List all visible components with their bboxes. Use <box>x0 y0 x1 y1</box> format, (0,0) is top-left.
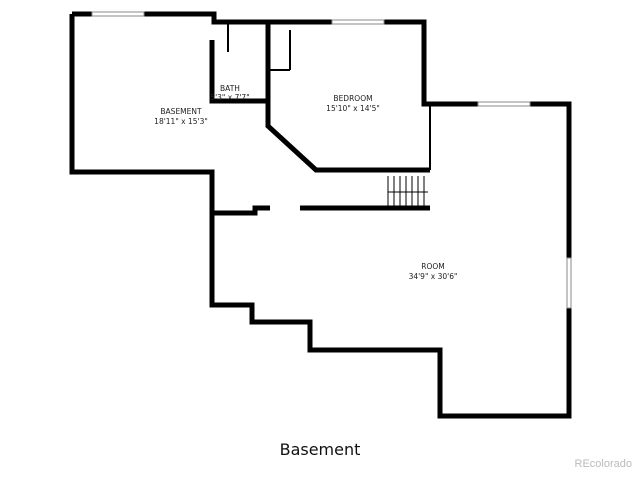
exterior-wall <box>69 11 572 419</box>
room-dims: 15'10" x 14'5" <box>326 104 380 113</box>
room-dims: 34'9" x 30'6" <box>409 272 458 281</box>
doorway <box>271 205 299 211</box>
hall-stub-wall <box>212 205 270 216</box>
room-name: BASEMENT <box>160 107 202 116</box>
room-dims: 18'11" x 15'3" <box>154 117 208 126</box>
floor-title: Basement <box>279 440 361 459</box>
room-dims: 5'3" x 7'7" <box>210 93 249 102</box>
room-name: BEDROOM <box>333 94 372 103</box>
window <box>331 19 385 25</box>
bedroom-wall <box>265 22 430 173</box>
room-name: BATH <box>220 84 240 93</box>
window <box>477 101 531 107</box>
bath-wall <box>209 40 268 104</box>
stairs <box>387 176 428 206</box>
window <box>566 257 572 309</box>
watermark-logo: REcolorado <box>574 458 632 470</box>
window <box>91 11 145 17</box>
room-name: ROOM <box>421 262 445 271</box>
